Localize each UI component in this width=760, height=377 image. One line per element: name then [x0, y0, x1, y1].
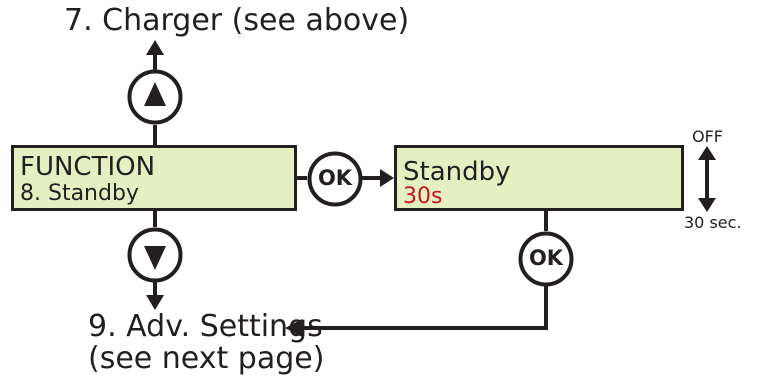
bottom-label-line1: 9. Adv. Settings [88, 309, 323, 344]
line-ok-to-adv-settings [300, 286, 548, 330]
standby-screen-title: Standby [403, 157, 511, 187]
range-arrowhead-up [698, 146, 716, 160]
range-max-label: OFF [692, 127, 723, 146]
up-button[interactable] [126, 68, 184, 126]
ok-button-lower[interactable]: OK [517, 230, 575, 288]
bottom-label-line2: (see next page) [88, 341, 325, 376]
function-screen-item: 8. Standby [20, 181, 139, 206]
standby-screen-value: 30s [403, 184, 443, 209]
ok-button-middle[interactable]: OK [306, 150, 364, 208]
range-arrowhead-down [698, 198, 716, 212]
arrowhead-standby [380, 169, 394, 187]
function-screen: FUNCTION 8. Standby [11, 145, 297, 211]
down-button[interactable] [126, 226, 184, 284]
arrowhead-bottom [146, 295, 164, 310]
down-triangle-icon [127, 227, 183, 283]
arrowhead-adv-settings [285, 319, 302, 337]
top-label: 7. Charger (see above) [64, 3, 410, 38]
ok-button-circle-icon [518, 231, 574, 287]
arrowhead-top [146, 40, 164, 55]
function-screen-title: FUNCTION [20, 152, 156, 182]
standby-screen: Standby 30s [394, 145, 684, 211]
ok-label-lower: OK [528, 246, 564, 270]
ok-label-middle: OK [317, 166, 353, 190]
ok-button-circle-icon [307, 151, 363, 207]
up-triangle-icon [127, 69, 183, 125]
range-min-label: 30 sec. [684, 213, 742, 232]
